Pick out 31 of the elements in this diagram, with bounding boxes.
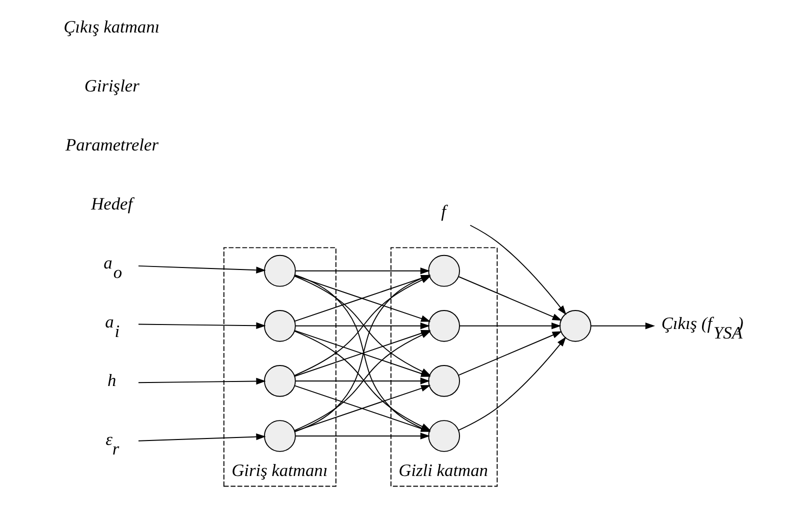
arrow	[138, 378, 266, 385]
node-circle	[559, 310, 592, 342]
arrow	[458, 331, 562, 376]
arrow	[458, 276, 562, 321]
arrow	[138, 265, 266, 274]
label: Hedef	[91, 194, 133, 214]
node-circle	[264, 254, 296, 287]
cluster: Giriş katmanı	[223, 247, 336, 487]
arrow	[138, 433, 266, 442]
arrow	[459, 322, 562, 330]
cluster: Gizli katman	[390, 247, 498, 487]
arrow	[295, 267, 430, 274]
node-circle	[264, 310, 296, 342]
label: Parametreler	[66, 136, 158, 155]
node-circle	[264, 420, 296, 452]
arrow	[470, 224, 566, 316]
node-circle	[428, 365, 460, 397]
arrow	[138, 322, 266, 330]
node-circle	[428, 254, 460, 287]
node-text: h	[108, 371, 116, 390]
node-circle	[264, 365, 296, 397]
arrow	[295, 322, 430, 330]
arrow	[295, 378, 430, 384]
label: Girişler	[84, 76, 140, 96]
arrow	[458, 336, 566, 431]
node-circle	[428, 310, 460, 342]
arrow	[295, 432, 430, 440]
arrow	[590, 322, 656, 330]
node-circle	[428, 420, 460, 452]
node-text: f	[441, 202, 446, 222]
label: Çıkış katmanı	[64, 18, 160, 37]
